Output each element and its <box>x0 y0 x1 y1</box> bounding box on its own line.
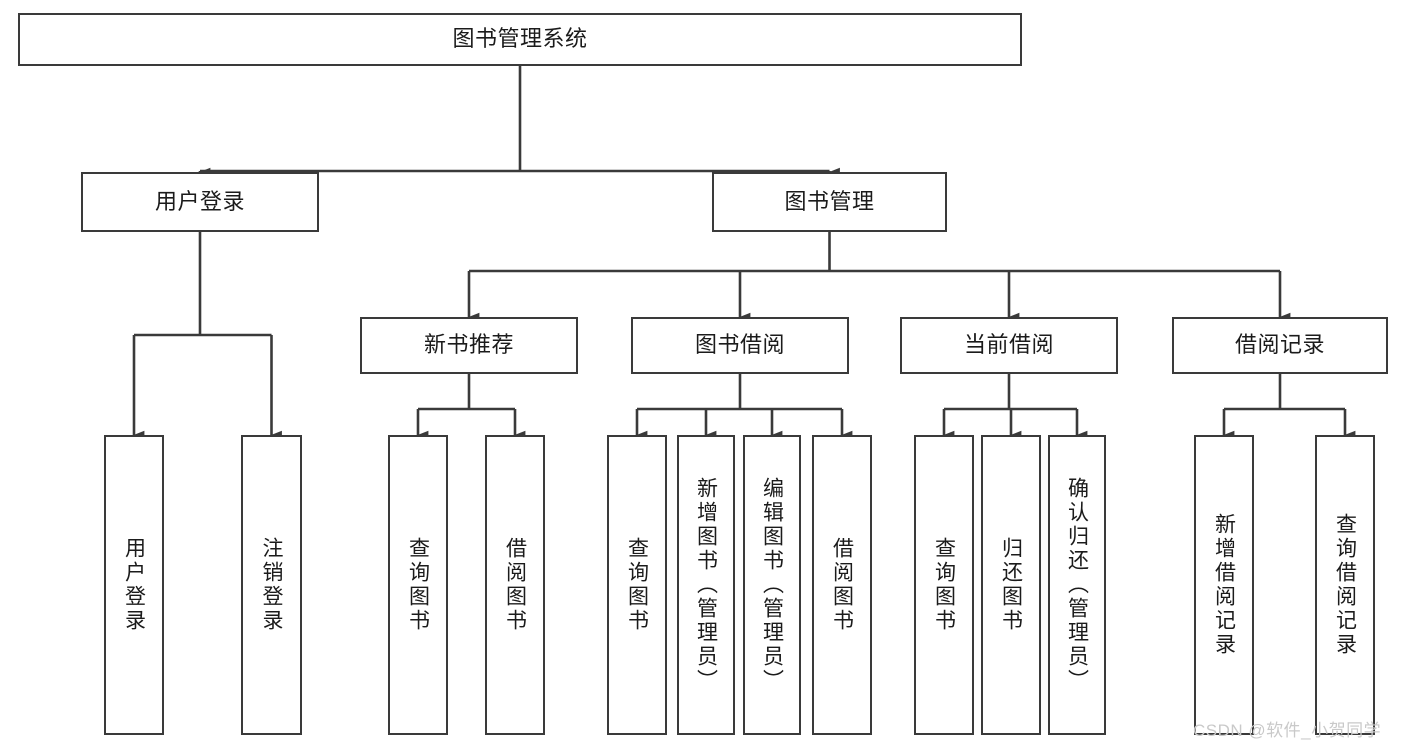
node-leaf-logout: 注销登录 <box>241 435 302 735</box>
node-leaf-borrow-book-recommend: 借阅图书 <box>485 435 545 735</box>
node-root: 图书管理系统 <box>18 13 1022 66</box>
node-label: 注销登录 <box>260 537 283 633</box>
node-label: 用户登录 <box>154 188 245 214</box>
node-label: 用户登录 <box>122 537 146 633</box>
node-label: 借阅记录 <box>1234 332 1325 358</box>
node-label: 查询图书 <box>625 537 649 633</box>
node-label: 新增借阅记录 <box>1212 513 1236 657</box>
node-label: 借阅图书 <box>503 537 527 633</box>
node-new-book-recommend: 新书推荐 <box>360 317 578 374</box>
node-borrow-record: 借阅记录 <box>1172 317 1388 374</box>
node-label: 图书管理 <box>784 188 875 214</box>
node-leaf-query-borrow-record: 查询借阅记录 <box>1315 435 1375 735</box>
node-label: 确认归还（管理员） <box>1065 477 1089 693</box>
node-label: 新书推荐 <box>423 332 514 358</box>
node-leaf-add-book: 新增图书（管理员） <box>677 435 735 735</box>
node-leaf-borrow-book: 借阅图书 <box>812 435 872 735</box>
node-label: 图书管理系统 <box>452 26 588 52</box>
node-book-borrow: 图书借阅 <box>631 317 849 374</box>
node-book-manage: 图书管理 <box>712 172 947 232</box>
node-leaf-add-borrow-record: 新增借阅记录 <box>1194 435 1254 735</box>
node-label: 编辑图书（管理员） <box>760 477 784 693</box>
node-leaf-query-book-borrow: 查询图书 <box>607 435 667 735</box>
node-current-borrow: 当前借阅 <box>900 317 1118 374</box>
node-label: 新增图书（管理员） <box>694 477 718 693</box>
node-label: 图书借阅 <box>694 332 785 358</box>
node-label: 借阅图书 <box>830 537 854 633</box>
node-leaf-user-login: 用户登录 <box>104 435 164 735</box>
node-leaf-edit-book: 编辑图书（管理员） <box>743 435 801 735</box>
node-label: 当前借阅 <box>963 332 1054 358</box>
node-leaf-query-book-recommend: 查询图书 <box>388 435 448 735</box>
node-leaf-query-book-current: 查询图书 <box>914 435 974 735</box>
node-leaf-return-book: 归还图书 <box>981 435 1041 735</box>
node-leaf-confirm-return: 确认归还（管理员） <box>1048 435 1106 735</box>
node-label: 查询图书 <box>406 537 430 633</box>
node-label: 查询借阅记录 <box>1333 513 1357 657</box>
node-user-login: 用户登录 <box>81 172 319 232</box>
node-label: 归还图书 <box>999 537 1023 633</box>
node-label: 查询图书 <box>932 537 956 633</box>
